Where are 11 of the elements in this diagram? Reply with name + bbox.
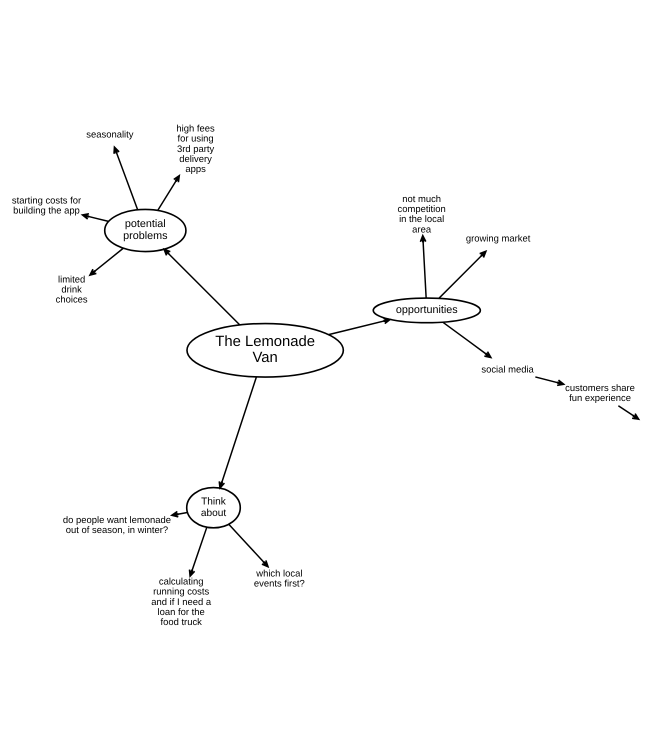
node-text: growing market: [466, 233, 530, 244]
node-text: starting costs for building the app: [12, 195, 82, 216]
node-text: which local events first?: [254, 568, 305, 590]
node-text: not much competition in the local area: [398, 193, 446, 235]
node-text: do people want lemonade out of season, in winter?: [62, 514, 171, 536]
node-text: social media: [481, 364, 534, 375]
node-text: high fees for using 3rd party delivery apps: [176, 123, 215, 175]
node-text: seasonality: [86, 128, 134, 140]
node-text: limited drink choices: [56, 274, 88, 305]
node-text: calculating running costs and if I need a loan for the food truck: [151, 576, 212, 628]
node-text: customers share fun experience: [565, 382, 635, 404]
